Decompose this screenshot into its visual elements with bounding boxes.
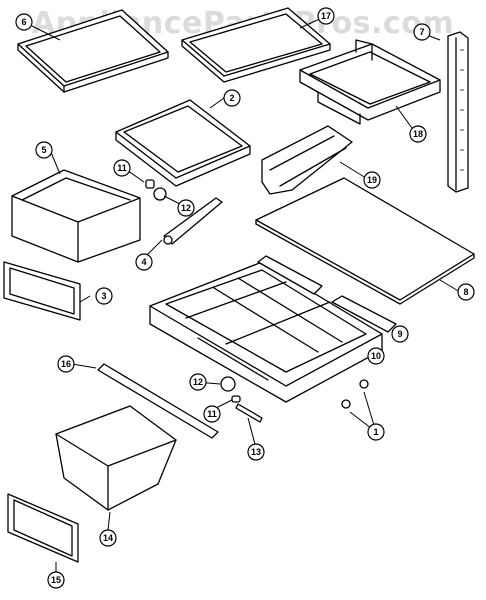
part-16-long-rail	[97, 363, 219, 439]
svg-text:9: 9	[397, 329, 402, 339]
svg-text:2: 2	[229, 93, 234, 103]
svg-text:19: 19	[367, 175, 377, 185]
callout-18: 18	[409, 125, 427, 143]
part-8-glass-panel	[255, 177, 475, 305]
part-4-slide-rail	[163, 197, 223, 245]
callout-19: 19	[363, 171, 381, 189]
part-7-vertical-rail	[447, 31, 469, 193]
part-9-rail	[331, 295, 397, 333]
callout-14: 14	[99, 529, 117, 547]
callout-1: 1	[367, 423, 385, 441]
svg-text:15: 15	[51, 575, 61, 585]
part-11-12-13-lower	[220, 376, 369, 423]
callout-11-lower: 11	[203, 405, 221, 423]
callout-15: 15	[47, 571, 65, 589]
callout-9: 9	[391, 325, 409, 343]
callout-12-upper: 12	[177, 199, 195, 217]
callouts: 6 17 7 2 18 5 19 11 12 4 3 8 9 10 16 12 …	[15, 7, 475, 589]
callout-2: 2	[223, 89, 241, 107]
callout-7: 7	[413, 23, 431, 41]
callout-17: 17	[317, 7, 335, 25]
svg-text:10: 10	[371, 351, 381, 361]
svg-text:11: 11	[117, 163, 127, 173]
part-3-front-panel	[3, 261, 81, 321]
svg-text:16: 16	[61, 359, 71, 369]
callout-12-lower: 12	[189, 373, 207, 391]
part-18-drawer-assembly	[299, 39, 441, 125]
part-rail-upper	[257, 255, 323, 295]
callout-13: 13	[247, 443, 265, 461]
part-15-front-panel	[7, 493, 79, 563]
part-14-lower-bin	[55, 405, 177, 511]
svg-text:7: 7	[419, 27, 424, 37]
svg-text:12: 12	[181, 203, 191, 213]
callout-11-upper: 11	[113, 159, 131, 177]
callout-5: 5	[35, 141, 53, 159]
svg-text:6: 6	[21, 17, 26, 27]
svg-text:4: 4	[141, 257, 146, 267]
svg-text:14: 14	[103, 533, 113, 543]
callout-4: 4	[135, 253, 153, 271]
svg-text:11: 11	[207, 409, 217, 419]
svg-text:17: 17	[321, 11, 331, 21]
part-19-bracket	[261, 125, 353, 195]
part-17-shelf	[181, 7, 331, 83]
svg-text:8: 8	[463, 287, 468, 297]
part-10-main-frame	[149, 261, 383, 403]
part-5-crisper-bin	[11, 169, 141, 263]
svg-text:5: 5	[41, 145, 46, 155]
callout-6: 6	[15, 13, 33, 31]
part-2-shelf	[115, 99, 251, 187]
part-6-shelf	[17, 9, 169, 93]
svg-text:12: 12	[193, 377, 203, 387]
part-11-12-fasteners-upper	[145, 179, 167, 201]
svg-text:13: 13	[251, 447, 261, 457]
callout-3: 3	[95, 287, 113, 305]
svg-text:18: 18	[413, 129, 423, 139]
callout-8: 8	[457, 283, 475, 301]
svg-text:1: 1	[373, 427, 378, 437]
callout-16: 16	[57, 355, 75, 373]
callout-10: 10	[367, 347, 385, 365]
svg-text:3: 3	[101, 291, 106, 301]
